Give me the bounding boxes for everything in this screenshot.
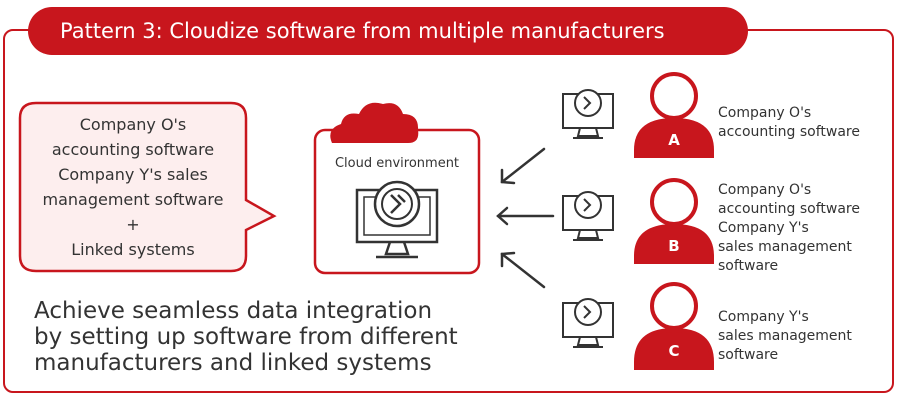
user-letter-a: A [668,131,680,149]
user-desc-line: Company Y's [718,220,809,236]
small-monitor-icon-c [562,298,614,348]
person-icon-b [634,178,714,264]
user-desc-c: Company Y's sales management software [718,308,852,365]
user-letter-b: B [668,237,680,255]
arrow-a [500,147,546,185]
user-letter-c: C [668,342,680,360]
person-icon-a [634,72,714,158]
monitor-icon [355,180,439,259]
summary-line: by setting up software from different [34,324,458,350]
user-desc-line: Company O's [718,182,812,198]
user-desc-line: accounting software [718,124,860,140]
summary-line: manufacturers and linked systems [34,350,432,376]
cloud-icon [330,102,419,143]
small-monitor-icon-b [562,191,614,241]
bubble-line: Company Y's sales [58,165,208,184]
arrow-b [496,206,555,226]
user-desc-line: Company O's [718,105,812,121]
summary-text: Achieve seamless data integration by set… [34,298,458,376]
bubble-line: management software [42,190,224,209]
cloud-environment-label: Cloud environment [334,156,460,171]
user-desc-b: Company O's accounting software Company … [718,181,860,276]
user-desc-line: sales management [718,239,852,255]
summary-line: Achieve seamless data integration [34,298,433,324]
bubble-line: Linked systems [71,240,195,259]
small-monitor-icon-a [562,89,614,139]
arrow-c [500,251,546,289]
bubble-line: Company O's [79,115,187,134]
bubble-line: + [126,215,140,234]
bubble-text: Company O's accounting software Company … [22,106,244,268]
user-desc-line: Company Y's [718,309,809,325]
user-desc-line: software [718,347,779,363]
user-desc-line: sales management [718,328,852,344]
person-icon-c [634,282,714,370]
bubble-line: accounting software [51,140,215,159]
user-desc-line: software [718,258,779,274]
user-desc-line: accounting software [718,201,860,217]
page-title: Pattern 3: Cloudize software from multip… [28,7,748,55]
user-desc-a: Company O's accounting software [718,104,860,142]
